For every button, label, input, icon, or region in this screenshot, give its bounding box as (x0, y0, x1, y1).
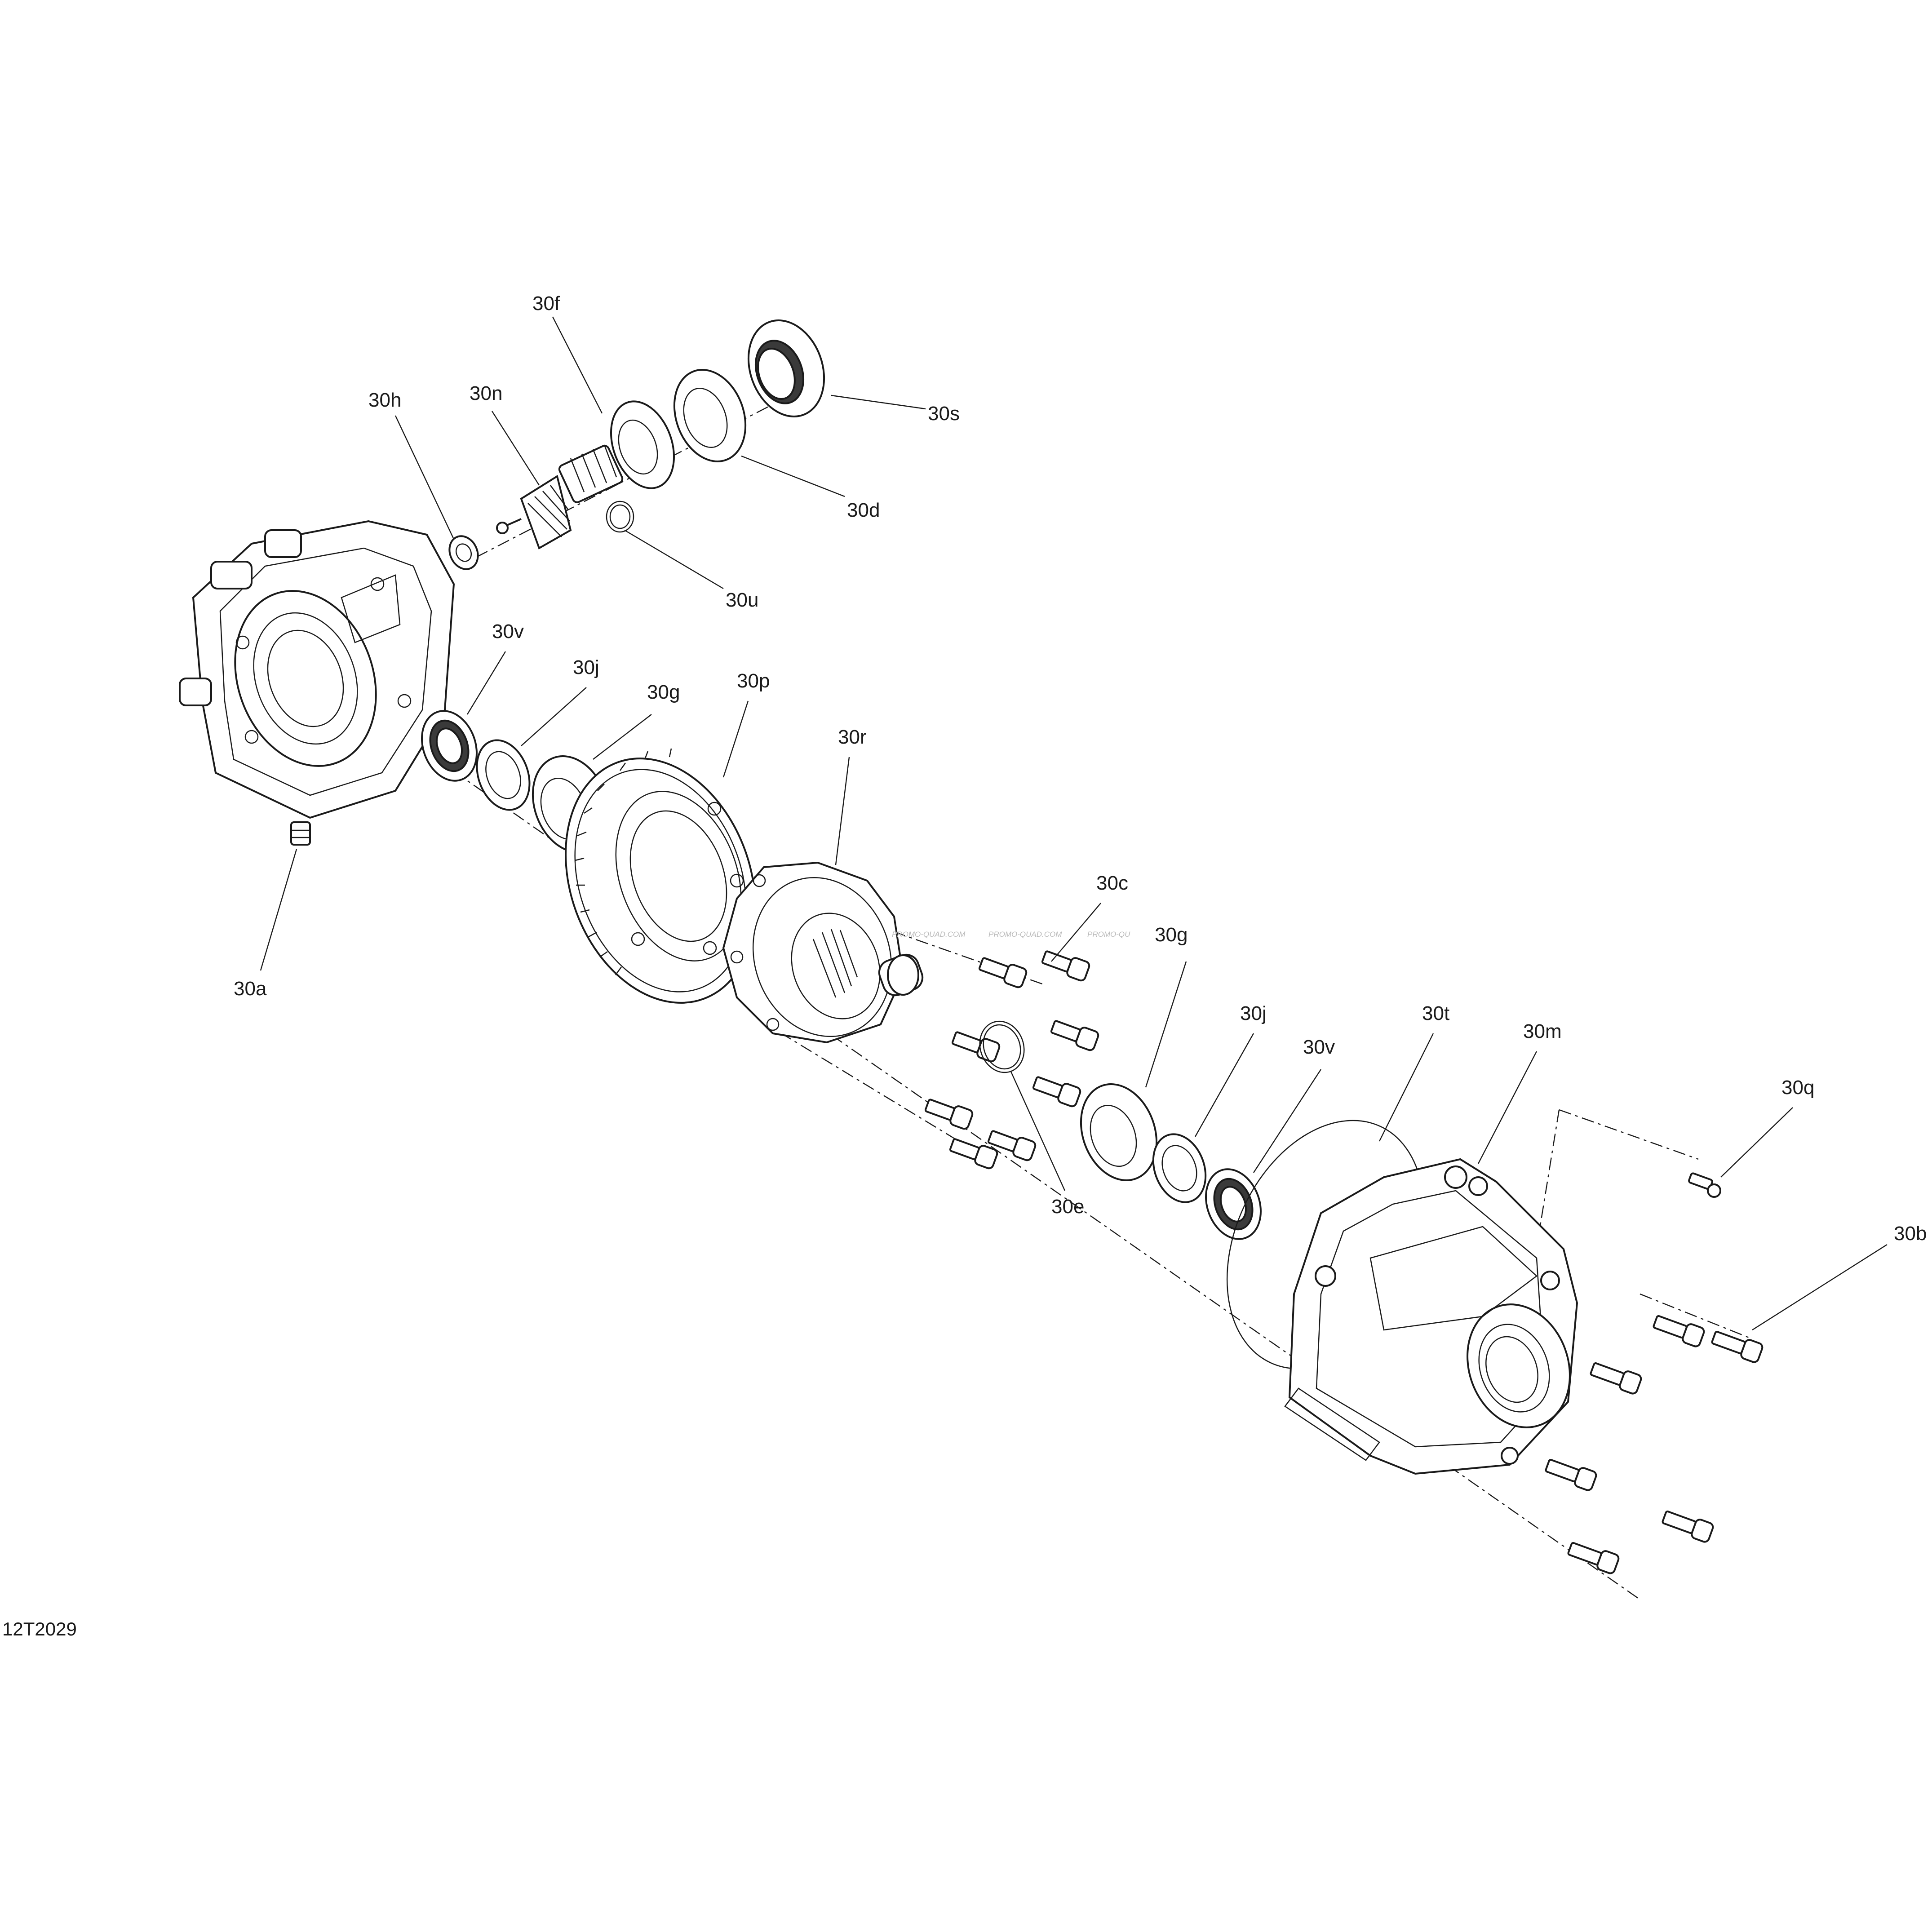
right-housing (1284, 1158, 1578, 1475)
drain-plug (290, 821, 311, 846)
callout-30g-right: 30g (1155, 924, 1188, 946)
watermark: PROMO-QUAD.COM PROMO-QUAD.COM PROMO-QU (892, 930, 1130, 939)
seal-left (421, 710, 478, 782)
needle-bearing (448, 535, 479, 570)
shaft-seal (747, 319, 825, 417)
callout-30d: 30d (847, 499, 880, 521)
callout-30j-right: 30j (1240, 1002, 1267, 1024)
pinion-gear (496, 444, 624, 549)
callout-30b: 30b (1894, 1223, 1927, 1245)
leader-lines (260, 316, 1888, 1331)
watermark-3: PROMO-QU (1087, 930, 1130, 939)
callout-30q: 30q (1781, 1077, 1814, 1099)
callout-30j-left: 30j (573, 656, 599, 678)
callout-30t: 30t (1422, 1002, 1449, 1024)
callout-30c: 30c (1096, 872, 1128, 894)
callout-30f: 30f (532, 292, 560, 315)
callout-30g-left: 30g (647, 681, 680, 703)
callout-labels: 30f 30h 30n 30s 30d 30u 30v 30j 30g 30p … (234, 292, 1927, 1245)
left-housing (179, 520, 455, 819)
callout-30m: 30m (1523, 1020, 1562, 1042)
ring-gear (565, 748, 756, 1004)
callout-30p: 30p (737, 670, 770, 692)
callout-30a: 30a (234, 978, 267, 1000)
bolt-set-right (1545, 1315, 1764, 1574)
upper-bearing (610, 400, 675, 489)
callout-30s: 30s (928, 403, 960, 425)
callout-30r: 30r (838, 726, 867, 748)
callout-30u: 30u (726, 589, 758, 611)
bolt-set-center (924, 950, 1099, 1170)
callout-30v-right: 30v (1303, 1036, 1335, 1058)
o-ring-upper (606, 501, 634, 533)
callout-30v-left: 30v (492, 620, 524, 643)
callout-30n: 30n (470, 382, 502, 404)
watermark-1: PROMO-QUAD.COM (892, 930, 966, 939)
seal-right (1205, 1168, 1262, 1240)
spacer-ring (673, 369, 747, 462)
bearing-large-right (1080, 1083, 1158, 1181)
bearing-small-left (476, 739, 531, 811)
vent-fitting (1688, 1172, 1721, 1198)
drawing-code: 12T2029 (2, 1618, 77, 1640)
callout-30e: 30e (1051, 1196, 1084, 1218)
differential-case (722, 861, 924, 1044)
bearing-small-right (1152, 1133, 1207, 1203)
o-ring-center (979, 1020, 1025, 1073)
callout-30h: 30h (368, 389, 401, 411)
watermark-2: PROMO-QUAD.COM (988, 930, 1062, 939)
